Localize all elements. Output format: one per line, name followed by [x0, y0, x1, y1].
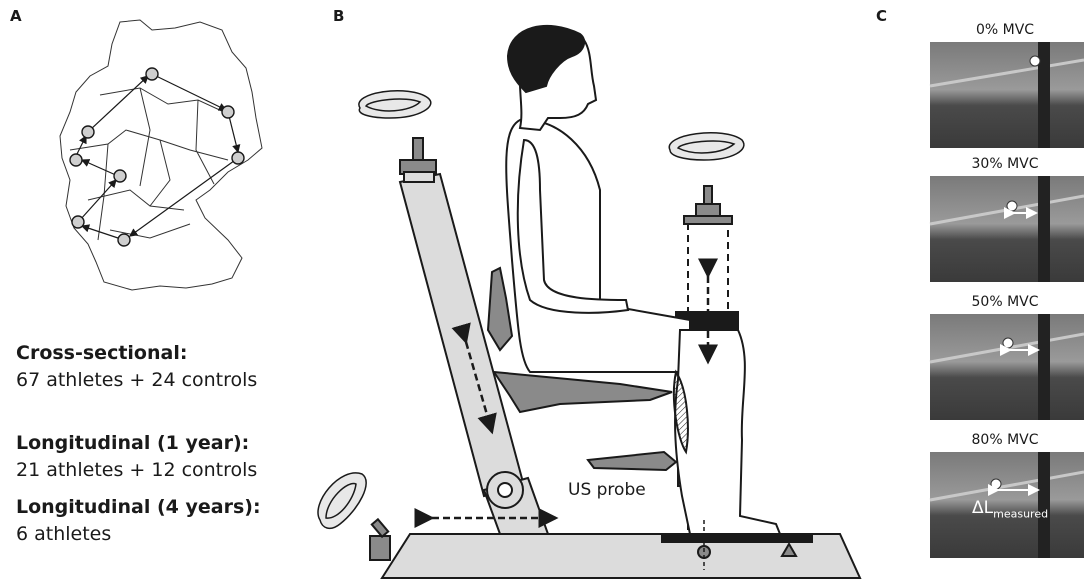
frame-label: 30% MVC: [971, 156, 1039, 172]
panel-label-a: A: [10, 7, 22, 25]
delta-subscript: measured: [993, 507, 1049, 521]
calf-muscle: [672, 369, 689, 455]
adjustment-arrows: [414, 258, 718, 528]
study-group-longitudinal-4y: Longitudinal (4 years): 6 athletes: [16, 494, 261, 548]
panel-label-c: C: [876, 7, 888, 25]
tour-route: [75, 73, 241, 241]
back-pad: [486, 266, 514, 352]
study-heading: Longitudinal (4 years):: [16, 496, 261, 518]
study-detail: 6 athletes: [16, 523, 112, 545]
us-probe: [586, 450, 678, 472]
foot-plate: [661, 533, 813, 543]
frame-label: 80% MVC: [971, 432, 1039, 448]
study-detail: 21 athletes + 12 controls: [16, 459, 258, 481]
study-detail: 67 athletes + 24 controls: [16, 369, 258, 391]
germany-map: [59, 19, 263, 291]
lower-leg: [674, 329, 782, 535]
delta-symbol: ΔL: [972, 498, 994, 518]
seat: [492, 370, 673, 414]
rotation-icons: [317, 90, 745, 530]
study-heading: Longitudinal (1 year):: [16, 432, 250, 454]
frame-label: 50% MVC: [971, 294, 1039, 310]
study-heading: Cross-sectional:: [16, 342, 188, 364]
study-group-longitudinal-1y: Longitudinal (1 year): 21 athletes + 12 …: [16, 430, 257, 484]
participant-figure: [505, 24, 782, 535]
study-group-cross-sectional: Cross-sectional: 67 athletes + 24 contro…: [16, 340, 257, 394]
hair: [506, 24, 586, 94]
germany-border: [59, 19, 263, 291]
us-probe-label: US probe: [568, 480, 646, 500]
test-location-markers: [69, 67, 245, 247]
delta-length-label: ΔLmeasured: [972, 498, 1048, 520]
frame-label: 0% MVC: [975, 22, 1035, 38]
panel-label-b: B: [333, 7, 345, 25]
